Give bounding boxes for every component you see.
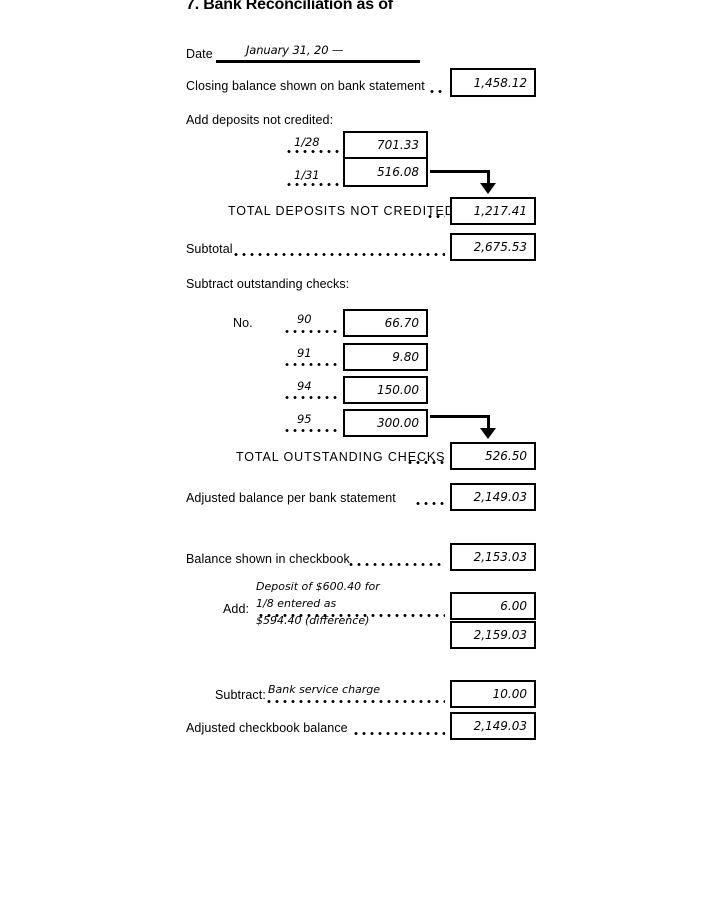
- add-label: Add:: [223, 602, 250, 616]
- add-note-line-1[interactable]: Deposit of $600.40 for: [256, 580, 380, 593]
- adjusted-checkbook-box[interactable]: 2,149.03: [450, 712, 536, 740]
- closing-balance-label: Closing balance shown on bank statement: [186, 79, 425, 93]
- add-amount-box[interactable]: 6.00: [450, 592, 536, 620]
- check-number-4[interactable]: 95: [297, 412, 312, 426]
- leader-dots: [285, 183, 341, 186]
- adjusted-checkbook-label: Adjusted checkbook balance: [186, 721, 348, 735]
- check-amount-box-3[interactable]: 150.00: [343, 376, 428, 404]
- check-amount-1: 66.70: [384, 316, 419, 330]
- subtract-amount-box[interactable]: 10.00: [450, 680, 536, 708]
- date-label: Date: [186, 47, 213, 61]
- leader-dots: [283, 330, 341, 333]
- check-amount-box-2[interactable]: 9.80: [343, 343, 428, 371]
- closing-balance-box[interactable]: 1,458.12: [450, 68, 536, 97]
- check-amount-3: 150.00: [377, 383, 419, 397]
- total-deposits-label: TOTAL DEPOSITS NOT CREDITED: [228, 204, 455, 218]
- checks-heading: Subtract outstanding checks:: [186, 277, 350, 291]
- leader-dots: [283, 429, 341, 432]
- deposit-arrow-shaft-v: [487, 170, 490, 186]
- leader-dots: [428, 90, 445, 93]
- leader-dots: [283, 396, 341, 399]
- leader-dots: [257, 614, 445, 617]
- date-rule: [216, 60, 420, 63]
- check-amount-box-4[interactable]: 300.00: [343, 409, 428, 437]
- checkbook-balance-label: Balance shown in checkbook: [186, 552, 350, 566]
- subtotal-box[interactable]: 2,675.53: [450, 233, 536, 261]
- checkbook-balance-value: 2,153.03: [473, 550, 527, 564]
- check-amount-2: 9.80: [392, 350, 419, 364]
- add-note-line-2[interactable]: 1/8 entered as: [256, 597, 337, 610]
- subtotal-value: 2,675.53: [473, 240, 527, 254]
- adjusted-bank-value: 2,149.03: [473, 490, 527, 504]
- leader-dots: [232, 253, 445, 256]
- checks-no-label: No.: [233, 316, 253, 330]
- checks-arrow-shaft-h: [430, 415, 490, 418]
- subtotal-label: Subtotal: [186, 242, 233, 256]
- check-number-1[interactable]: 90: [297, 312, 312, 326]
- adjusted-bank-box[interactable]: 2,149.03: [450, 483, 536, 511]
- checks-arrow-shaft-v: [487, 415, 490, 431]
- adjusted-bank-label: Adjusted balance per bank statement: [186, 491, 396, 505]
- check-number-2[interactable]: 91: [297, 346, 312, 360]
- leader-dots: [406, 461, 445, 464]
- total-deposits-value: 1,217.41: [473, 204, 527, 218]
- leader-dots: [265, 700, 445, 703]
- check-number-3[interactable]: 94: [297, 379, 312, 393]
- add-amount-value: 6.00: [500, 599, 527, 613]
- checks-arrow-head-icon: [480, 428, 496, 439]
- closing-balance-value: 1,458.12: [473, 75, 527, 90]
- total-checks-value: 526.50: [485, 449, 527, 463]
- total-checks-label: TOTAL OUTSTANDING CHECKS: [236, 450, 446, 464]
- deposit-arrow-shaft-h: [430, 170, 490, 173]
- deposits-heading: Add deposits not credited:: [186, 113, 334, 127]
- deposit-amount-1: 701.33: [377, 138, 419, 152]
- date-value[interactable]: January 31, 20 —: [246, 43, 344, 57]
- subtract-label: Subtract:: [215, 688, 266, 702]
- total-deposits-box[interactable]: 1,217.41: [450, 197, 536, 225]
- add-running-total-box[interactable]: 2,159.03: [450, 621, 536, 649]
- leader-dots: [426, 215, 445, 218]
- subtract-note[interactable]: Bank service charge: [268, 683, 381, 696]
- subtract-amount-value: 10.00: [492, 687, 527, 701]
- leader-dots: [285, 150, 341, 153]
- leader-dots: [414, 502, 445, 505]
- checkbook-balance-box[interactable]: 2,153.03: [450, 543, 536, 571]
- deposit-amount-box-2[interactable]: 516.08: [343, 159, 428, 187]
- leader-dots: [283, 363, 341, 366]
- add-note-line-3[interactable]: $594.40 (difference): [256, 614, 370, 627]
- deposit-amount-2: 516.08: [377, 165, 419, 179]
- total-checks-box[interactable]: 526.50: [450, 442, 536, 470]
- deposit-date-2[interactable]: 1/31: [294, 168, 320, 182]
- deposit-date-1[interactable]: 1/28: [294, 135, 320, 149]
- add-running-total-value: 2,159.03: [473, 628, 527, 642]
- leader-dots: [347, 563, 445, 566]
- deposit-amount-box-1[interactable]: 701.33: [343, 131, 428, 159]
- leader-dots: [352, 732, 445, 735]
- check-amount-4: 300.00: [377, 416, 419, 430]
- adjusted-checkbook-value: 2,149.03: [473, 719, 527, 733]
- page-title: 7. Bank Reconciliation as of: [186, 0, 393, 13]
- check-amount-box-1[interactable]: 66.70: [343, 309, 428, 337]
- deposit-arrow-head-icon: [480, 183, 496, 194]
